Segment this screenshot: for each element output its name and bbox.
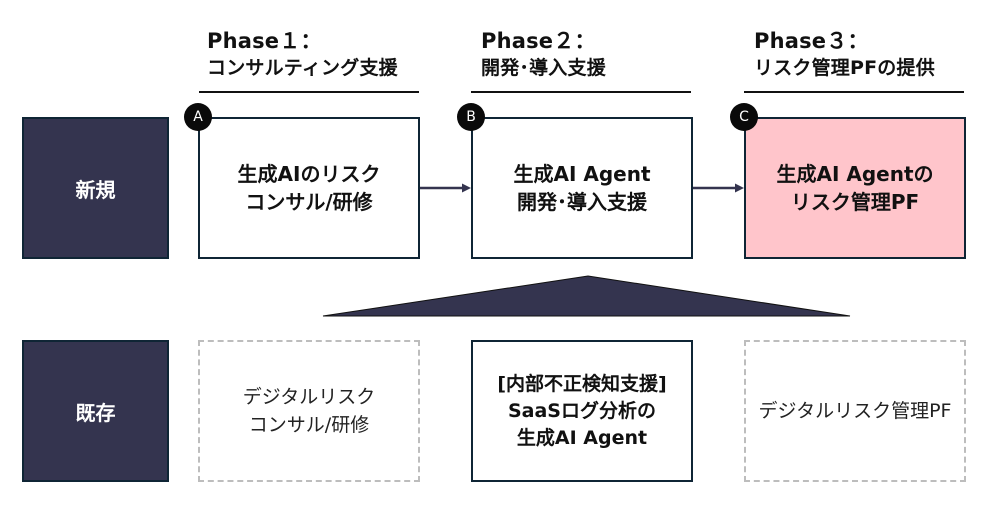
existing-2-line-3: 生成AI Agent [516,426,648,449]
badge-a: A [184,103,212,131]
phase-1-underline [199,91,419,93]
box-b-line-2: 開発･導入支援 [517,190,647,214]
badge-b-letter: B [466,109,476,125]
box-b-line-1: 生成AI Agent [513,162,651,186]
box-existing-digital-risk-consulting: デジタルリスク コンサル/研修 [198,340,420,482]
box-a-line-2: コンサル/研修 [245,190,373,214]
existing-2-line-1: [内部不正検知支援] [497,372,667,395]
box-existing-saas-log-agent: [内部不正検知支援] SaaSログ分析の 生成AI Agent [471,340,693,482]
phase-3-title: Phase３： [754,29,869,53]
badge-b: B [457,103,485,131]
box-a-genai-risk-consulting: 生成AIのリスク コンサル/研修 [198,117,420,259]
badge-c: C [730,103,758,131]
row-label-existing: 既存 [22,340,169,482]
phase-2-header: Phase２： 開発･導入支援 [481,28,606,82]
badge-c-letter: C [739,109,749,125]
phase-1-subtitle: コンサルティング支援 [207,57,398,79]
box-a-line-1: 生成AIのリスク [237,162,381,186]
box-c-line-2: リスク管理PF [790,190,920,214]
row-label-new-text: 新規 [75,177,116,202]
existing-1-line-2: コンサル/研修 [248,414,370,436]
row-label-new: 新規 [22,117,169,259]
arrow-a-to-b-head [462,183,471,193]
phase-3-subtitle: リスク管理PFの提供 [754,57,935,79]
badge-a-letter: A [193,109,203,125]
arrow-b-to-c-head [735,183,744,193]
box-c-genai-agent-risk-pf: 生成AI Agentの リスク管理PF [744,117,966,259]
box-existing-digital-risk-pf: デジタルリスク管理PF [744,340,966,482]
phase-2-underline [471,91,691,93]
phase-3-header: Phase３： リスク管理PFの提供 [754,28,935,82]
phase-2-subtitle: 開発･導入支援 [481,57,606,79]
box-c-line-1: 生成AI Agentの [776,162,934,186]
existing-2-line-2: SaaSログ分析の [507,399,656,422]
phase-3-underline [744,91,964,93]
existing-1-line-1: デジタルリスク [242,386,376,408]
phase-2-title: Phase２： [481,29,596,53]
phase-1-header: Phase１： コンサルティング支援 [207,28,398,82]
existing-3-line-1: デジタルリスク管理PF [758,400,952,422]
row-label-existing-text: 既存 [75,400,116,425]
phase-1-title: Phase１： [207,29,322,53]
expansion-triangle [322,275,851,317]
box-b-genai-agent-development: 生成AI Agent 開発･導入支援 [471,117,693,259]
